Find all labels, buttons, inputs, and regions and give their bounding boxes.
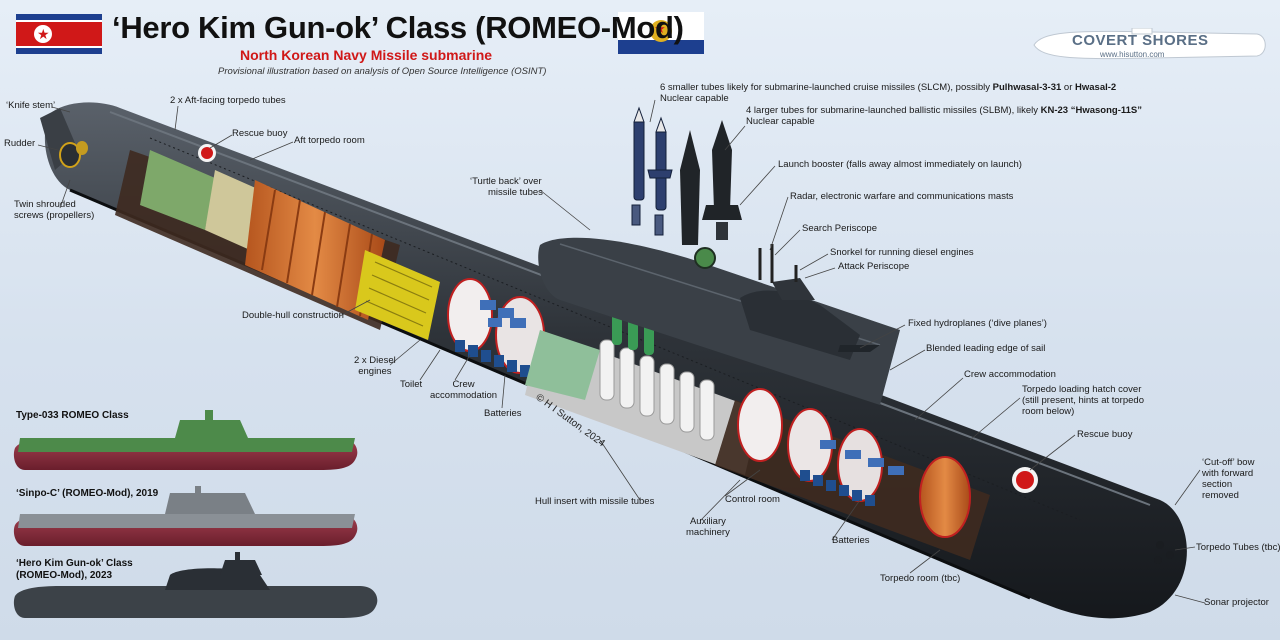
label-slbm: 4 larger tubes for submarine-launched ba…: [746, 105, 1142, 128]
label-slbm-nuclear: Nuclear capable: [746, 115, 815, 127]
comparison-romeo: [13, 410, 358, 470]
caption-romeo: Type-033 ROMEO Class: [16, 410, 129, 421]
label-slcm-text: 6 smaller tubes likely for submarine-lau…: [660, 82, 993, 93]
page-title: ‘Hero Kim Gun-ok’ Class (ROMEO-Mod): [112, 10, 684, 45]
label-diesel-engines: 2 x Diesel engines: [354, 355, 396, 378]
label-aft-torpedo-room: Aft torpedo room: [294, 135, 365, 146]
sail-and-turtleback: [538, 237, 900, 405]
label-screws-line1: Twin shrouded: [14, 199, 76, 210]
label-launch-booster: Launch booster (falls away almost immedi…: [778, 159, 1022, 170]
label-crew-fwd: Crew accommodation: [964, 369, 1056, 380]
label-slcm-missile1: Pulhwasal-3-31: [992, 82, 1062, 93]
label-cutoff-line3: section: [1202, 478, 1233, 490]
label-cutoff-line2: with forward: [1202, 467, 1254, 479]
stern-assembly: [40, 108, 88, 170]
label-torpedo-room: Torpedo room (tbc): [880, 573, 961, 584]
label-knife-stem: ‘Knife stem’: [6, 100, 56, 111]
label-batteries-fwd: Batteries: [832, 535, 870, 546]
star-icon: ★: [37, 26, 50, 42]
label-slcm: 6 smaller tubes likely for submarine-lau…: [660, 82, 1117, 105]
star-icon: ★: [654, 21, 666, 36]
label-slbm-missile: KN-23 “Hwasong-11S”: [1040, 105, 1142, 116]
label-torpedo-tubes: Torpedo Tubes (tbc): [1196, 542, 1280, 553]
label-sonar-projector: Sonar projector: [1204, 597, 1269, 608]
brand-url: www.hisutton.com: [1100, 50, 1165, 59]
label-double-hull: Double-hull construction: [242, 310, 344, 321]
label-control-room: Control room: [725, 494, 780, 505]
caption-sinpo-c: ‘Sinpo-C’ (ROMEO-Mod), 2019: [16, 488, 159, 499]
label-cutoff-line4: removed: [1202, 489, 1239, 501]
brand-name: COVERT SHORES: [1072, 32, 1209, 49]
label-rudder: Rudder: [4, 138, 36, 149]
label-batteries-aft: Batteries: [484, 408, 522, 419]
label-hatch-line2: (still present, hints at torpedo: [1022, 394, 1144, 406]
caption-hero-line1: ‘Hero Kim Gun-ok’ Class: [16, 558, 133, 569]
comparison-hero-kim-gun-ok: [13, 552, 378, 618]
label-hatch-line3: room below): [1022, 405, 1075, 417]
label-slcm-or: or: [1061, 82, 1075, 93]
brand-logo: COVERT SHORES www.hisutton.com: [1032, 28, 1270, 62]
label-crew-aft-line2: accommodation: [430, 389, 498, 401]
aft-cutaway: [115, 144, 545, 377]
label-crew-aft-line1: Crew: [452, 379, 475, 390]
navy-ensign: ★: [618, 12, 704, 54]
label-slcm-nuclear: Nuclear capable: [660, 92, 729, 104]
label-diesels-line2: engines: [358, 365, 392, 377]
label-slcm-missile2: Hwasal-2: [1075, 82, 1117, 93]
dprk-flag: ★: [16, 14, 102, 54]
label-cut-off-bow: ‘Cut-off’ bow with forward section remov…: [1202, 457, 1255, 502]
label-toilet: Toilet: [400, 379, 423, 390]
comparison-sinpo-c: [13, 486, 358, 546]
label-slbm-text: 4 larger tubes for submarine-launched ba…: [746, 105, 1041, 116]
label-auxiliary-machinery: Auxiliary machinery: [686, 516, 730, 539]
label-crew-aft: Crew accommodation: [430, 379, 498, 402]
osint-note: Provisional illustration based on analys…: [218, 66, 547, 77]
label-turtle-line2: missile tubes: [488, 186, 543, 198]
submarine-logo-icon: [1033, 28, 1266, 60]
label-attack-periscope: Attack Periscope: [838, 261, 910, 272]
label-search-periscope: Search Periscope: [802, 223, 877, 234]
caption-hero-line2: (ROMEO-Mod), 2023: [16, 570, 113, 581]
label-aux-line2: machinery: [686, 526, 730, 538]
label-torpedo-hatch: Torpedo loading hatch cover (still prese…: [1022, 384, 1144, 418]
missiles: [631, 106, 742, 245]
label-masts: Radar, electronic warfare and communicat…: [790, 191, 1014, 202]
label-blended-sail: Blended leading edge of sail: [926, 343, 1046, 354]
forward-cutaway: [715, 388, 1174, 564]
leader-lines: [37, 99, 1206, 604]
label-screws-line2: screws (propellers): [14, 209, 95, 221]
label-screws: Twin shrouded screws (propellers): [14, 199, 95, 222]
label-turtle-line1: ‘Turtle back’ over: [470, 176, 542, 187]
caption-hero-kim-gun-ok: ‘Hero Kim Gun-ok’ Class (ROMEO-Mod), 202…: [16, 558, 133, 582]
page-subtitle: North Korean Navy Missile submarine: [240, 47, 493, 63]
label-diesels-line1: 2 x Diesel: [354, 355, 396, 366]
label-rescue-buoy-aft: Rescue buoy: [232, 128, 288, 139]
label-hatch-line1: Torpedo loading hatch cover: [1022, 384, 1142, 395]
label-cutoff-line1: ‘Cut-off’ bow: [1202, 457, 1255, 468]
label-aux-line1: Auxiliary: [689, 516, 726, 527]
label-hull-insert: Hull insert with missile tubes: [535, 496, 655, 507]
label-turtle-back: ‘Turtle back’ over missile tubes: [470, 176, 543, 199]
label-aft-torpedo-tubes: 2 x Aft-facing torpedo tubes: [170, 95, 286, 106]
label-rescue-buoy-fwd: Rescue buoy: [1077, 429, 1133, 440]
label-snorkel: Snorkel for running diesel engines: [830, 247, 974, 258]
label-fixed-hydroplanes: Fixed hydroplanes (‘dive planes’): [908, 318, 1047, 329]
